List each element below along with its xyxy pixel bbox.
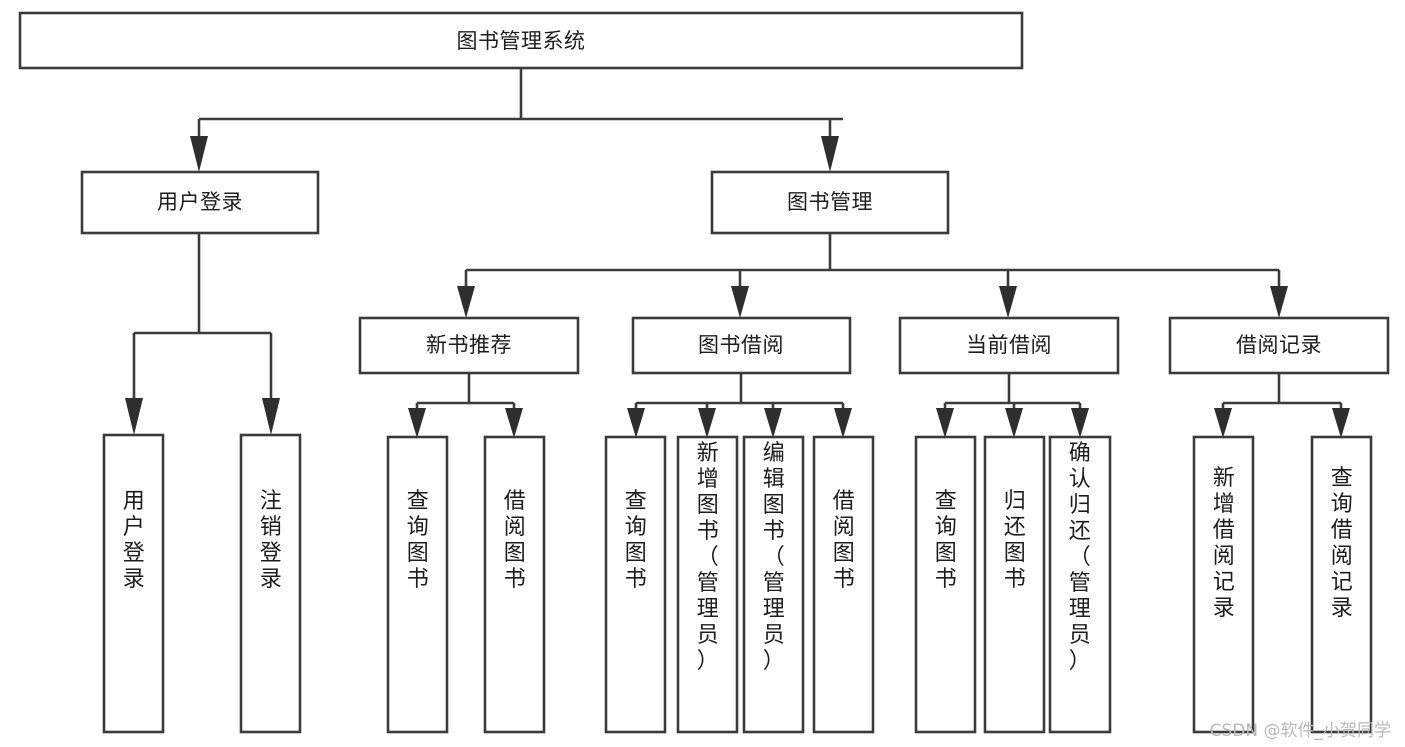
node-leaf-add-book-box[interactable]	[676, 435, 739, 734]
node-leaf-add-book-label: 新增图书（管理员）	[697, 441, 720, 674]
node-leaf-return-book[interactable]: 归还图书	[983, 435, 1046, 734]
arrowhead-leaf-add-book	[698, 408, 716, 438]
node-book-manage-box[interactable]	[710, 170, 950, 235]
arrowhead-leaf-borrow-book-a	[505, 408, 523, 438]
connector-layer	[125, 68, 1350, 438]
arrowhead-leaf-query-book-c	[936, 408, 954, 438]
node-leaf-user-login[interactable]: 用户登录	[102, 433, 165, 734]
node-leaf-borrow-book-a[interactable]: 借阅图书	[483, 435, 546, 734]
node-leaf-confirm-return-label: 确认归还（管理员）	[1069, 441, 1092, 674]
node-user-login-box[interactable]	[80, 170, 320, 235]
node-current-borrow[interactable]: 当前借阅	[898, 316, 1120, 375]
node-borrow-record-label: 借阅记录	[1236, 333, 1322, 357]
node-root[interactable]: 图书管理系统	[18, 11, 1024, 70]
node-current-borrow-box[interactable]	[898, 316, 1120, 375]
node-leaf-add-book[interactable]: 新增图书（管理员）	[676, 435, 739, 734]
arrowhead-leaf-return-book	[1005, 408, 1023, 438]
arrowhead-book-manage	[821, 136, 839, 172]
arrowhead-leaf-query-record	[1332, 408, 1350, 438]
node-borrow-record[interactable]: 借阅记录	[1168, 316, 1390, 375]
node-leaf-logout-box[interactable]	[239, 433, 302, 734]
node-leaf-query-record-box[interactable]	[1310, 435, 1373, 734]
arrowhead-leaf-query-book-a	[408, 408, 426, 438]
node-leaf-confirm-return[interactable]: 确认归还（管理员）	[1048, 435, 1112, 734]
arrowhead-new-book-rec	[457, 286, 475, 318]
node-leaf-query-book-b-label: 查询图书	[625, 489, 648, 592]
node-leaf-borrow-book-a-box[interactable]	[483, 435, 546, 734]
node-leaf-query-record-label: 查询借阅记录	[1331, 466, 1354, 621]
node-leaf-query-book-a-box[interactable]	[386, 435, 449, 734]
node-leaf-user-login-box[interactable]	[102, 433, 165, 734]
watermark-text: CSDN @软件_小贺同学	[1209, 721, 1391, 741]
node-root-label: 图书管理系统	[457, 29, 586, 53]
node-leaf-add-record-label: 新增借阅记录	[1213, 466, 1236, 621]
node-borrow-record-box[interactable]	[1168, 316, 1390, 375]
node-leaf-edit-book-box[interactable]	[742, 435, 805, 734]
node-leaf-query-book-a-label: 查询图书	[407, 489, 430, 592]
node-leaf-return-book-label: 归还图书	[1004, 489, 1027, 592]
arrowhead-book-borrow	[731, 286, 749, 318]
node-book-borrow-box[interactable]	[631, 316, 852, 375]
node-leaf-borrow-book-b-box[interactable]	[812, 435, 875, 734]
node-new-book-rec-box[interactable]	[358, 316, 580, 375]
node-leaf-query-book-c-box[interactable]	[914, 435, 977, 734]
arrowhead-leaf-borrow-book-b	[834, 408, 852, 438]
node-leaf-borrow-book-b-label: 借阅图书	[833, 489, 856, 592]
node-leaf-borrow-book-a-label: 借阅图书	[504, 489, 527, 592]
node-leaf-query-book-b-box[interactable]	[604, 435, 667, 734]
node-leaf-logout[interactable]: 注销登录	[239, 433, 302, 734]
node-leaf-query-book-b[interactable]: 查询图书	[604, 435, 667, 734]
node-leaf-borrow-book-b[interactable]: 借阅图书	[812, 435, 875, 734]
arrowhead-user-login	[190, 136, 208, 172]
node-book-manage-label: 图书管理	[787, 190, 873, 214]
node-new-book-rec[interactable]: 新书推荐	[358, 316, 580, 375]
node-user-login[interactable]: 用户登录	[80, 170, 320, 235]
arrowhead-leaf-user-login	[125, 398, 143, 435]
node-leaf-query-book-c-label: 查询图书	[935, 489, 958, 592]
node-leaf-query-book-a[interactable]: 查询图书	[386, 435, 449, 734]
arrowhead-leaf-query-book-b	[627, 408, 645, 438]
arrowhead-borrow-record	[1270, 286, 1288, 318]
node-leaf-confirm-return-box[interactable]	[1048, 435, 1112, 734]
node-leaf-query-book-c[interactable]: 查询图书	[914, 435, 977, 734]
node-leaf-edit-book[interactable]: 编辑图书（管理员）	[742, 435, 805, 734]
node-new-book-rec-label: 新书推荐	[426, 333, 512, 357]
node-leaf-query-record[interactable]: 查询借阅记录	[1310, 435, 1373, 734]
arrowhead-current-borrow	[999, 286, 1017, 318]
node-leaf-add-record[interactable]: 新增借阅记录	[1192, 435, 1255, 734]
node-leaf-return-book-box[interactable]	[983, 435, 1046, 734]
node-current-borrow-label: 当前借阅	[966, 333, 1052, 357]
node-book-borrow-label: 图书借阅	[698, 333, 784, 357]
node-root-box[interactable]	[18, 11, 1024, 70]
arrowhead-leaf-add-record	[1214, 408, 1232, 438]
node-user-login-label: 用户登录	[157, 190, 243, 214]
arrowhead-leaf-logout	[262, 398, 280, 435]
node-leaf-user-login-label: 用户登录	[123, 489, 146, 592]
node-book-borrow[interactable]: 图书借阅	[631, 316, 852, 375]
node-leaf-add-record-box[interactable]	[1192, 435, 1255, 734]
node-leaf-logout-label: 注销登录	[260, 489, 283, 592]
node-leaf-edit-book-label: 编辑图书（管理员）	[763, 441, 786, 674]
node-book-manage[interactable]: 图书管理	[710, 170, 950, 235]
arrowhead-leaf-confirm-return	[1071, 408, 1089, 438]
arrowhead-leaf-edit-book	[764, 408, 782, 438]
